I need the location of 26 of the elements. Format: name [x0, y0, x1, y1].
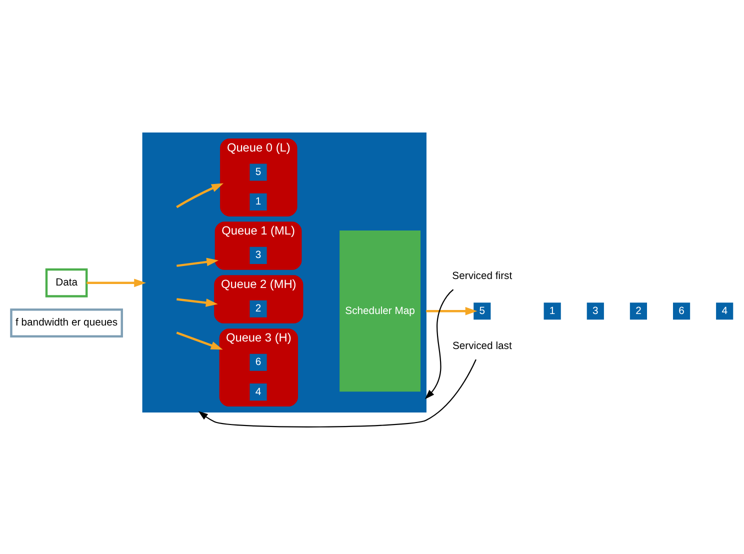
node-box: 5: [250, 164, 267, 181]
cluster: [142, 132, 426, 412]
node-box: 3: [250, 246, 267, 264]
node-box: 6: [250, 354, 267, 371]
node-box: 1: [544, 302, 561, 320]
node-box: 6: [673, 302, 690, 320]
node-box: 4: [250, 384, 267, 401]
arrow: [86, 278, 146, 288]
node-text: Serviced first: [452, 270, 512, 282]
node-box: 3: [586, 302, 604, 320]
node-box: 4: [716, 302, 734, 320]
arrow: [426, 306, 478, 316]
node-box: Scheduler Map: [340, 230, 421, 392]
node-box: f bandwidth er queues: [10, 308, 123, 338]
node-box: 2: [630, 302, 647, 320]
node-text: Serviced last: [452, 340, 512, 352]
node-box: Data: [45, 268, 88, 298]
arrow: [424, 289, 454, 400]
arrow: [176, 258, 219, 267]
arrow: [176, 298, 218, 307]
arrow: [176, 183, 224, 208]
node-box: 2: [250, 300, 267, 318]
node-box: 5: [474, 302, 491, 320]
arrow: [176, 332, 223, 350]
arrow: [198, 359, 476, 428]
node-box: 1: [250, 193, 267, 210]
